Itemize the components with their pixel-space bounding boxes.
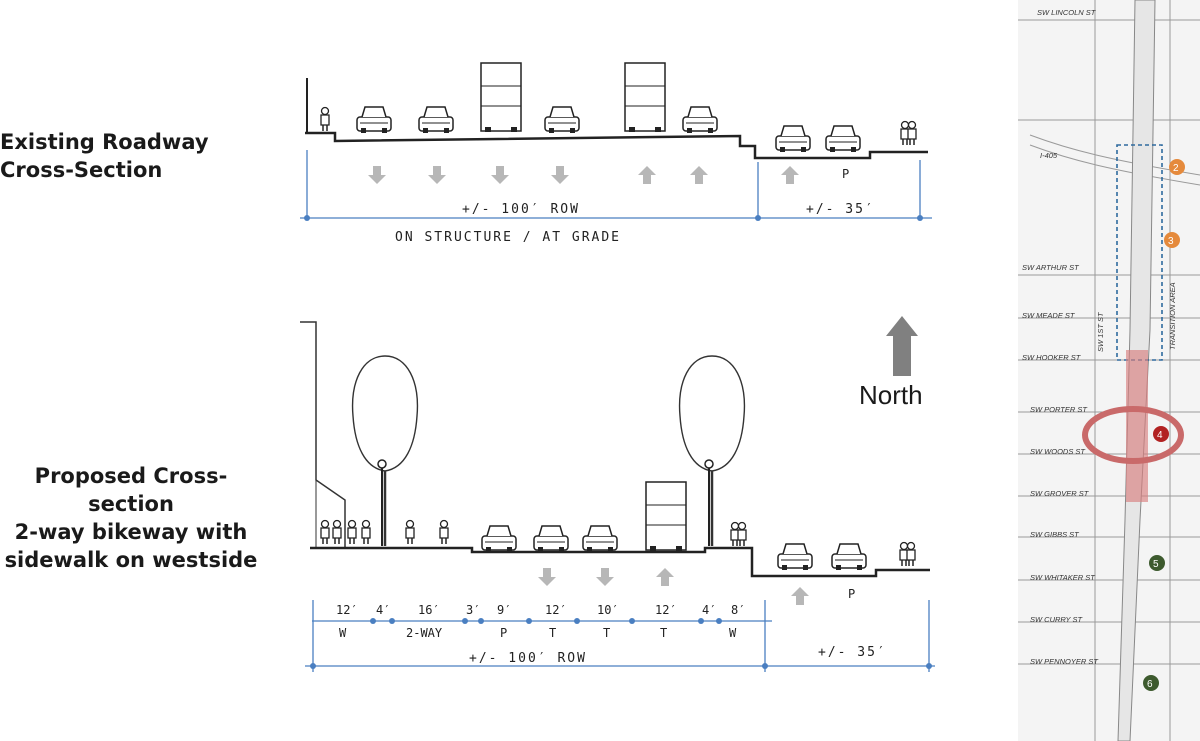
existing-title-line-2: Cross-Section xyxy=(0,158,163,182)
svg-text:6: 6 xyxy=(1147,679,1153,690)
existing-structure-label: ON STRUCTURE / AT GRADE xyxy=(395,230,621,245)
building-facade xyxy=(300,321,346,548)
pedestrian-icon xyxy=(737,521,747,547)
width-label: 12′ xyxy=(655,603,677,617)
lane-code-label: P xyxy=(500,626,507,640)
proposed-cross-section: P 12′ 4′ 16′ 3′ 9′ 12′ 10′ 12′ 4′ 8′ W xyxy=(300,321,935,672)
existing-title-line-1: Existing Roadway xyxy=(0,130,209,154)
map-marker-3: 3 xyxy=(1164,232,1180,248)
lane-code-label: T xyxy=(549,626,556,640)
existing-ground-line xyxy=(305,131,928,160)
cyclist-icon xyxy=(405,519,415,545)
street-label: SW GIBBS ST xyxy=(1030,530,1080,539)
proposed-title-line-3: sidewalk on westside xyxy=(4,548,258,572)
svg-text:4: 4 xyxy=(1157,430,1163,441)
width-label: 3′ xyxy=(466,603,480,617)
proposed-title-line-2: 2-way bikeway with xyxy=(14,520,248,544)
proposed-dimension-lines xyxy=(305,600,935,672)
street-label: SW 1ST ST xyxy=(1096,311,1105,352)
arrow-up-icon xyxy=(791,587,809,605)
location-map: TRANSITION AREA SW LINCOLN ST I-405 SW A… xyxy=(1018,0,1200,741)
map-marker-5: 5 xyxy=(1149,555,1165,571)
north-arrow-icon xyxy=(886,316,918,376)
map-marker-2: 2 xyxy=(1169,159,1185,175)
transition-area-label: TRANSITION AREA xyxy=(1168,282,1177,350)
lane-code-label: W xyxy=(729,626,737,640)
proposed-lane-arrows xyxy=(538,568,809,605)
street-label: SW GROVER ST xyxy=(1030,489,1090,498)
arrow-down-icon xyxy=(551,166,569,184)
width-label: 4′ xyxy=(702,603,716,617)
lane-code-label: W xyxy=(339,626,347,640)
arrow-up-icon xyxy=(781,166,799,184)
street-label: SW MEADE ST xyxy=(1022,311,1076,320)
proposed-parking-label: P xyxy=(848,587,855,601)
pedestrian-icon xyxy=(347,519,357,545)
street-label: SW PENNOYER ST xyxy=(1030,657,1099,666)
arrow-up-icon xyxy=(656,568,674,586)
existing-side-label: +/- 35′ xyxy=(806,202,875,217)
street-label: I-405 xyxy=(1040,151,1058,160)
street-label: SW LINCOLN ST xyxy=(1037,8,1097,17)
arrow-up-icon xyxy=(638,166,656,184)
width-label: 12′ xyxy=(545,603,567,617)
street-label: SW WHITAKER ST xyxy=(1030,573,1096,582)
street-label: SW WOODS ST xyxy=(1030,447,1086,456)
pedestrian-icon xyxy=(332,519,342,545)
existing-dimension-lines xyxy=(300,150,932,220)
project-highlight-bar xyxy=(1126,350,1148,502)
proposed-segment-ticks xyxy=(310,618,932,669)
pedestrian-icon xyxy=(320,106,330,132)
street-label: SW PORTER ST xyxy=(1030,405,1088,414)
tree-icon xyxy=(678,354,746,548)
arrow-down-icon xyxy=(428,166,446,184)
width-label: 10′ xyxy=(597,603,619,617)
pedestrian-icon xyxy=(907,120,917,146)
width-label: 12′ xyxy=(336,603,358,617)
street-label: SW CURRY ST xyxy=(1030,615,1084,624)
proposed-section-title: Proposed Cross-section 2-way bikeway wit… xyxy=(0,462,262,574)
lane-code-label: T xyxy=(603,626,610,640)
width-label: 4′ xyxy=(376,603,390,617)
proposed-side-label: +/- 35′ xyxy=(818,645,887,660)
arrow-down-icon xyxy=(368,166,386,184)
existing-cross-section: P +/- 100′ ROW +/- 35′ ON STRUCTURE / AT… xyxy=(300,62,932,245)
width-label: 9′ xyxy=(497,603,511,617)
proposed-ground-line xyxy=(310,546,930,578)
arrow-down-icon xyxy=(596,568,614,586)
width-label: 8′ xyxy=(731,603,745,617)
street-label: SW HOOKER ST xyxy=(1022,353,1082,362)
focus-ellipse xyxy=(1082,406,1184,464)
svg-text:3: 3 xyxy=(1168,236,1174,247)
cyclist-icon xyxy=(361,519,371,545)
tree-icon xyxy=(351,354,419,548)
existing-parking-label: P xyxy=(842,167,849,181)
svg-text:2: 2 xyxy=(1173,163,1179,174)
proposed-title-line-1: Proposed Cross-section xyxy=(34,464,228,516)
arrow-down-icon xyxy=(491,166,509,184)
pedestrian-icon xyxy=(320,519,330,545)
map-marker-4: 4 xyxy=(1153,426,1169,442)
street-label: SW ARTHUR ST xyxy=(1022,263,1080,272)
lane-code-label: T xyxy=(660,626,667,640)
arrow-up-icon xyxy=(690,166,708,184)
cyclist-icon xyxy=(439,519,449,545)
svg-text:5: 5 xyxy=(1153,559,1159,570)
lane-code-label: 2-WAY xyxy=(406,626,443,640)
existing-lane-arrows xyxy=(368,166,799,184)
arrow-down-icon xyxy=(538,568,556,586)
pedestrian-icon xyxy=(906,541,916,567)
proposed-vehicles xyxy=(481,481,867,571)
existing-row-label: +/- 100′ ROW xyxy=(462,202,580,217)
width-label: 16′ xyxy=(418,603,440,617)
existing-section-title: Existing Roadway Cross-Section xyxy=(0,128,209,184)
map-marker-6: 6 xyxy=(1143,675,1159,691)
north-label: North xyxy=(859,380,923,410)
proposed-row-label: +/- 100′ ROW xyxy=(469,651,587,666)
